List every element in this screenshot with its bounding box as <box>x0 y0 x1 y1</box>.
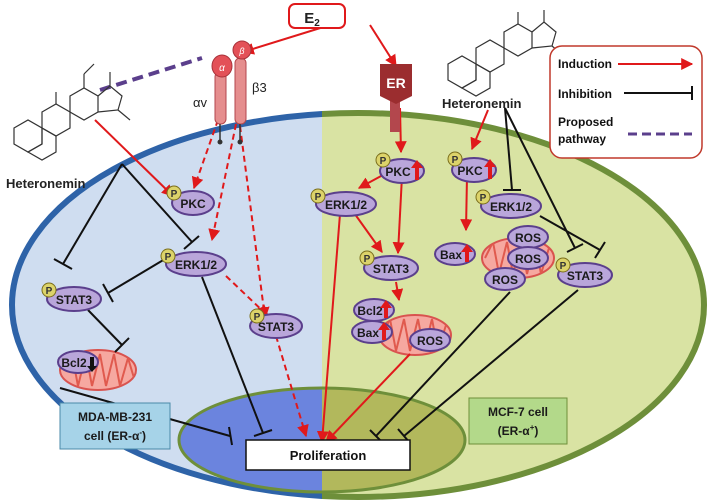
phospho-badge-pkc-mid: P <box>375 152 391 168</box>
svg-text:P: P <box>480 193 487 204</box>
svg-text:STAT3: STAT3 <box>373 262 410 276</box>
er-receptor: ER <box>380 64 412 132</box>
ros-node-right-2: ROS <box>507 246 549 270</box>
svg-text:P: P <box>171 189 178 200</box>
bcl2-node-right: Bcl2 <box>353 298 395 322</box>
svg-text:ERK1/2: ERK1/2 <box>325 198 367 212</box>
svg-text:ROS: ROS <box>417 334 443 348</box>
svg-text:P: P <box>380 156 387 167</box>
svg-text:ERK1/2: ERK1/2 <box>490 200 532 214</box>
heteronemin-label-left: Heteronemin <box>6 176 86 191</box>
svg-text:Bcl2: Bcl2 <box>357 304 383 318</box>
bax-node-mid: Bax <box>351 320 393 344</box>
e2-label: E2 <box>304 10 320 29</box>
svg-text:P: P <box>560 261 567 272</box>
erk-node-mid: ERK1/2 <box>315 191 377 217</box>
phospho-badge-stat3-center: P <box>249 308 265 324</box>
bcl2-node-left: Bcl2 <box>57 350 99 374</box>
svg-text:STAT3: STAT3 <box>56 293 93 307</box>
legend-inhibition-label: Inhibition <box>558 87 612 101</box>
pkc-node-right: PKC <box>451 157 497 183</box>
phospho-badge-erk-right: P <box>475 189 491 205</box>
svg-text:Bax: Bax <box>440 248 462 262</box>
phospho-badge-erk-mid: P <box>310 188 326 204</box>
proliferation-box: Proliferation <box>245 439 411 471</box>
ros-node-right-3: ROS <box>484 267 526 291</box>
phospho-badge-stat3-mid: P <box>359 250 375 266</box>
integrin-beta-symbol: β <box>238 46 244 56</box>
pkc-node-mid: PKC <box>379 158 425 184</box>
svg-text:STAT3: STAT3 <box>567 269 604 283</box>
proposed-induction-edges <box>191 119 309 438</box>
svg-text:ROS: ROS <box>492 273 518 287</box>
svg-text:cell (ER-α-): cell (ER-α-) <box>84 428 146 443</box>
cell-label-left: MDA-MB-231 cell (ER-α-) <box>59 402 171 450</box>
inhibition-edges <box>53 107 606 446</box>
svg-text:STAT3: STAT3 <box>258 320 295 334</box>
svg-text:MDA-MB-231: MDA-MB-231 <box>78 410 152 424</box>
svg-text:P: P <box>315 192 322 203</box>
legend: Induction Inhibition Proposed pathway <box>549 45 703 159</box>
up-arrow-icon <box>484 159 496 179</box>
legend-induction-label: Induction <box>558 57 612 71</box>
legend-proposed-label-1: Proposed <box>558 115 613 129</box>
phospho-badge-pkc-left: P <box>166 185 182 201</box>
cell-label-right: MCF-7 cell (ER-α+) <box>468 397 568 445</box>
svg-text:P: P <box>165 252 172 263</box>
ros-node-mid: ROS <box>409 328 451 352</box>
erk-node-left: ERK1/2 <box>165 251 227 277</box>
integrin-beta-label: β3 <box>252 80 267 95</box>
svg-text:P: P <box>364 254 371 265</box>
e2-box: E2 <box>288 3 346 29</box>
svg-text:PKC: PKC <box>385 165 411 179</box>
svg-text:P: P <box>46 286 53 297</box>
phospho-badge-stat3-right: P <box>555 257 571 273</box>
stat3-node-left: STAT3 <box>46 286 102 312</box>
svg-text:P: P <box>254 312 261 323</box>
up-arrow-icon <box>411 160 423 180</box>
integrin-receptor: α β αv β3 <box>193 40 267 145</box>
phospho-badge-erk-left: P <box>160 248 176 264</box>
svg-text:PKC: PKC <box>180 197 206 211</box>
integrin-alpha-symbol: α <box>219 63 225 74</box>
proliferation-label: Proliferation <box>290 448 367 463</box>
svg-text:PKC: PKC <box>457 164 483 178</box>
stat3-node-right: STAT3 <box>557 262 613 288</box>
svg-text:ERK1/2: ERK1/2 <box>175 258 217 272</box>
svg-text:P: P <box>452 155 459 166</box>
heteronemin-structure-left <box>13 63 131 161</box>
svg-text:Bcl2: Bcl2 <box>61 356 87 370</box>
legend-proposed-label-2: pathway <box>558 132 606 146</box>
stat3-node-mid: STAT3 <box>363 255 419 281</box>
ros-node-right-1: ROS <box>507 225 549 249</box>
svg-text:MCF-7 cell: MCF-7 cell <box>488 405 548 419</box>
svg-text:Bax: Bax <box>357 326 379 340</box>
proposed-pathway-line <box>99 56 203 92</box>
integrin-alpha-label: αv <box>193 95 208 110</box>
svg-text:(ER-α+): (ER-α+) <box>498 423 539 438</box>
heteronemin-structure-right <box>447 10 565 97</box>
erk-node-right: ERK1/2 <box>480 193 542 219</box>
phospho-badge-pkc-right: P <box>447 151 463 167</box>
svg-text:ROS: ROS <box>515 252 541 266</box>
bax-node-right: Bax <box>434 242 476 266</box>
pkc-node-left: PKC <box>171 190 215 216</box>
svg-text:ROS: ROS <box>515 231 541 245</box>
er-label: ER <box>386 75 405 91</box>
phospho-badge-stat3-left: P <box>41 282 57 298</box>
heteronemin-label-right: Heteronemin <box>442 96 522 111</box>
